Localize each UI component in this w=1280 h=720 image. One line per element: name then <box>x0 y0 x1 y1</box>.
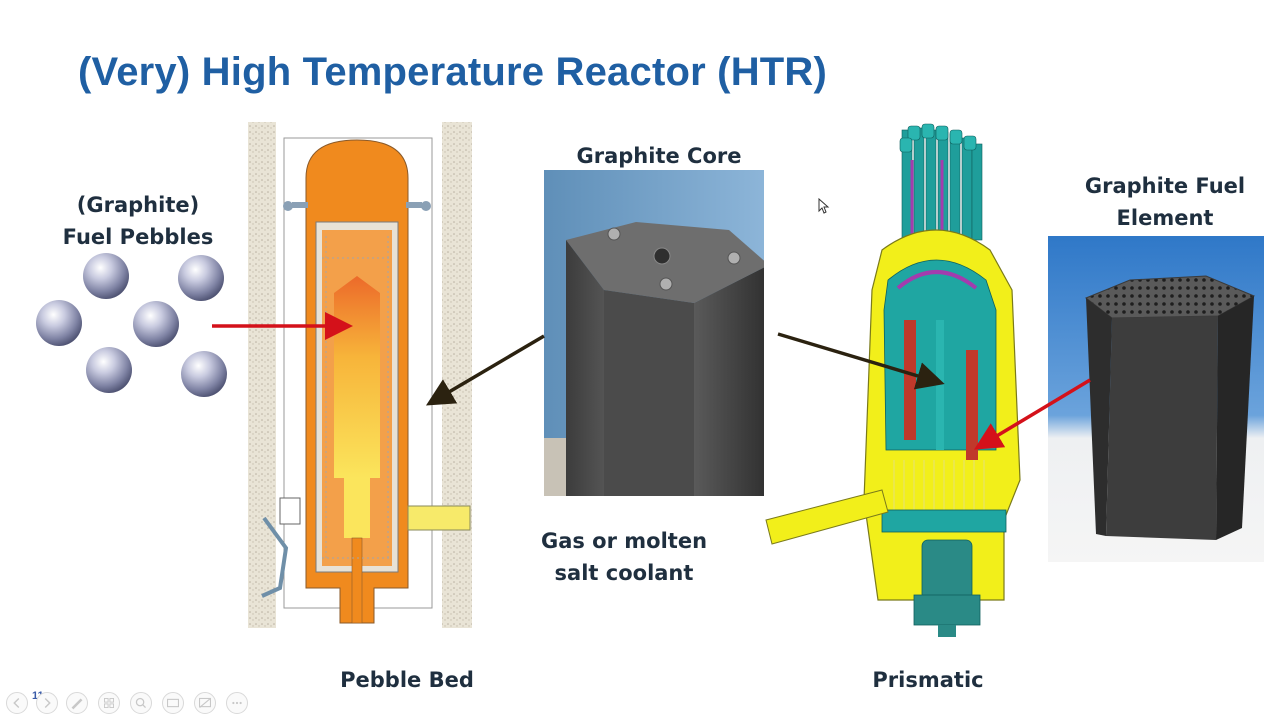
fuel-pebble <box>36 300 82 346</box>
subtitles-icon[interactable] <box>162 692 184 714</box>
next-icon[interactable] <box>36 692 58 714</box>
core-to-pebble-bed-arrow <box>425 334 545 406</box>
more-options-icon[interactable] <box>226 692 248 714</box>
fuel-pebble <box>83 253 129 299</box>
fuel-pebble <box>181 351 227 397</box>
fuel-pebbles-image <box>36 253 227 397</box>
fuel-pebble <box>178 255 224 301</box>
fuel-element-to-prismatic-arrow <box>973 378 1091 450</box>
pebble-bed-reactor-image <box>236 118 478 630</box>
slides-grid-icon[interactable] <box>98 692 120 714</box>
graphite-core-image <box>544 170 776 496</box>
coolant-label: Gas or molten salt coolant <box>520 525 728 589</box>
hide-screen-icon[interactable] <box>194 692 216 714</box>
coolant-label-line1: Gas or molten <box>540 529 708 553</box>
graphite-fuel-element-label-line1: Graphite Fuel <box>1084 174 1246 198</box>
graphite-core-label: Graphite Core <box>576 144 742 168</box>
mouse-pointer-icon <box>818 198 830 214</box>
fuel-pebble <box>86 347 132 393</box>
fuel-pebbles-label-line2: Fuel Pebbles <box>62 225 214 249</box>
prismatic-label: Prismatic <box>872 668 984 692</box>
graphite-fuel-element-image <box>1048 236 1264 562</box>
pebble-bed-label: Pebble Bed <box>340 668 474 692</box>
presenter-toolbar <box>0 688 260 720</box>
zoom-icon[interactable] <box>130 692 152 714</box>
pen-icon[interactable] <box>66 692 88 714</box>
previous-icon[interactable] <box>6 692 28 714</box>
coolant-label-line2: salt coolant <box>554 561 694 585</box>
slide-title: (Very) High Temperature Reactor (HTR) <box>78 50 828 94</box>
graphite-fuel-element-label-line2: Element <box>1116 206 1214 230</box>
graphite-fuel-element-label: Graphite Fuel Element <box>1070 170 1260 234</box>
fuel-pebbles-label-line1: (Graphite) <box>76 193 200 217</box>
core-to-prismatic-arrow <box>777 332 945 390</box>
fuel-pebbles-label: (Graphite) Fuel Pebbles <box>58 189 218 253</box>
fuel-pebble <box>133 301 179 347</box>
